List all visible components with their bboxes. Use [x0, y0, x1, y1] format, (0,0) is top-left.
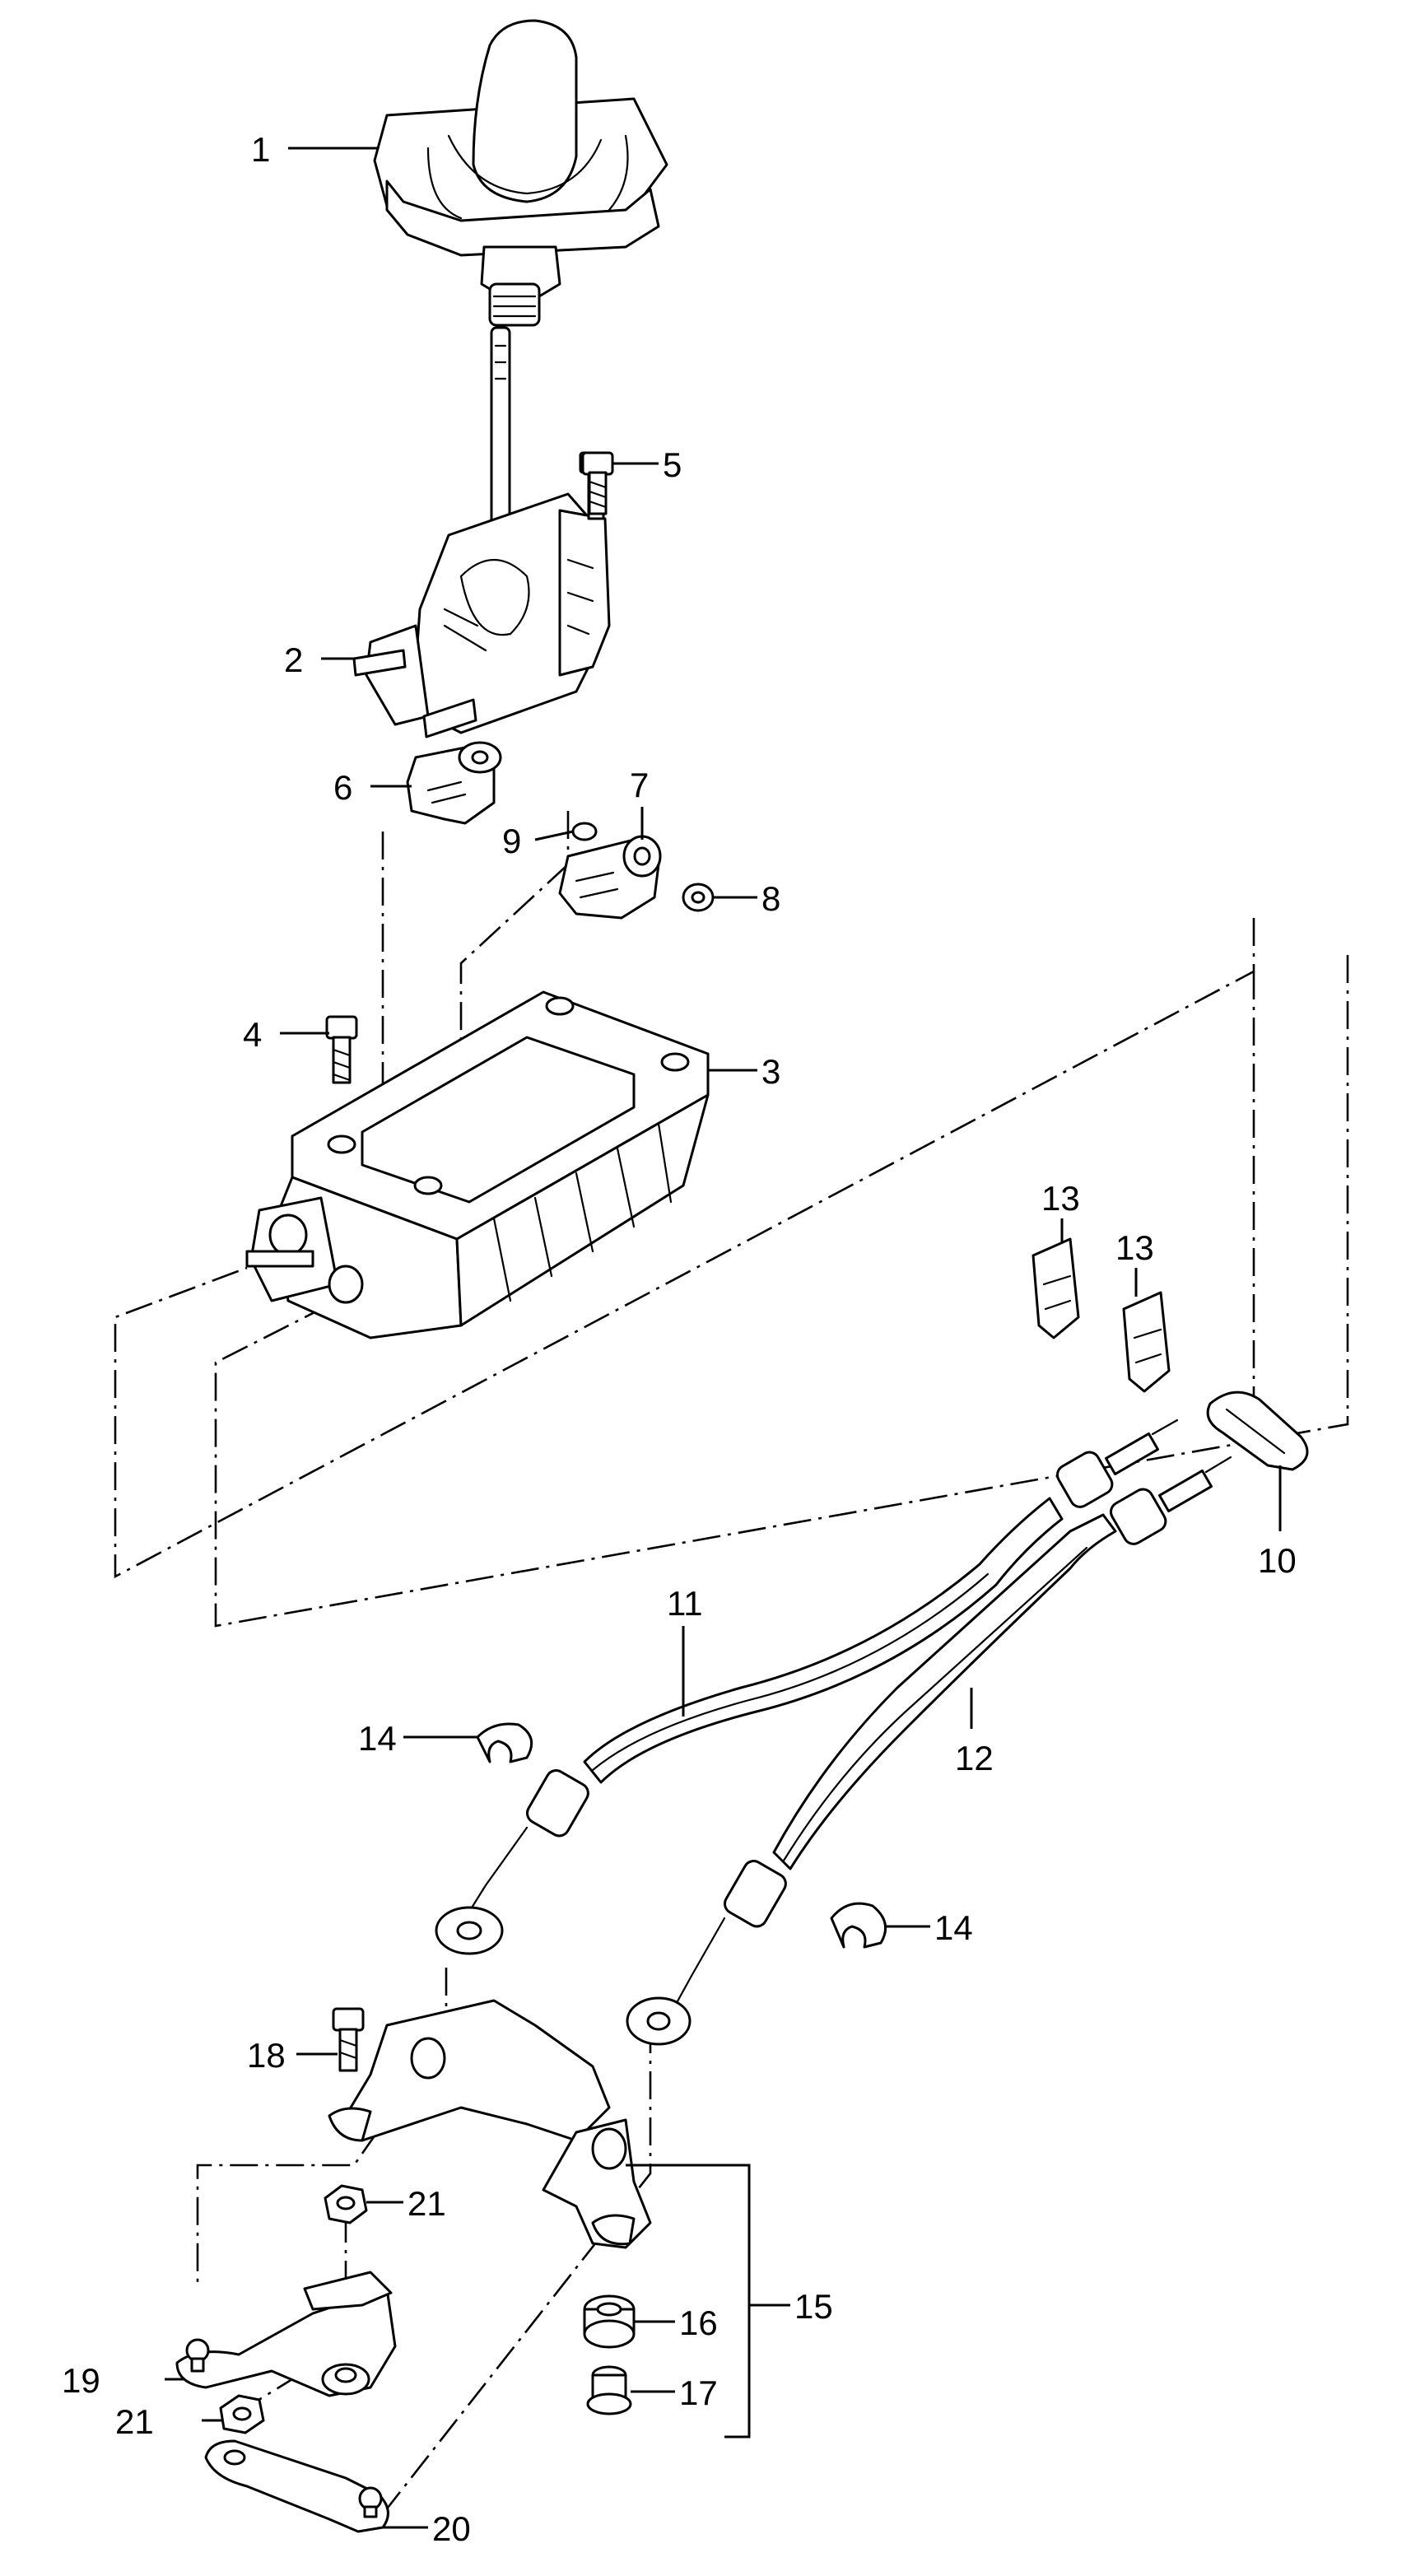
shift-housing [245, 990, 710, 1339]
callout-1: 1 [251, 130, 270, 169]
callout-13a: 13 [1041, 1179, 1080, 1218]
callout-3: 3 [761, 1052, 780, 1091]
mounting-bracket-15 [328, 1999, 652, 2249]
lever-20 [204, 2439, 389, 2533]
callout-14a: 14 [358, 1719, 397, 1758]
bolt-5 [581, 451, 614, 515]
callout-5: 5 [663, 445, 682, 484]
nut-21a [324, 2184, 368, 2224]
callout-17: 17 [679, 2373, 718, 2412]
callout-12: 12 [955, 1739, 994, 1777]
washer-9 [571, 822, 598, 841]
bushing-17 [586, 2365, 632, 2415]
clip-13a [1031, 1237, 1080, 1339]
clip-13b [1122, 1291, 1171, 1393]
callout-10: 10 [1258, 1541, 1297, 1580]
callout-8: 8 [761, 879, 780, 918]
gear-knob-boot [373, 19, 668, 327]
callout-11: 11 [667, 1584, 703, 1623]
leader-lines [165, 147, 1282, 2529]
cable-11 [435, 1418, 1179, 1955]
callout-16: 16 [679, 2303, 718, 2342]
callout-2: 2 [284, 641, 303, 679]
washer-8 [682, 883, 715, 912]
callout-labels: 1 2 3 4 5 6 7 8 9 10 11 12 13 13 14 14 1… [62, 130, 1297, 2548]
circlip-14b [830, 1902, 887, 1949]
callout-21b: 21 [115, 2402, 154, 2441]
nut-21b [219, 2394, 265, 2434]
callout-7: 7 [630, 766, 649, 804]
bushing-16 [583, 2294, 636, 2349]
callout-13b: 13 [1115, 1228, 1154, 1267]
bracket-6 [406, 741, 502, 825]
bolt-18 [332, 2007, 365, 2072]
callout-9: 9 [502, 822, 521, 860]
callout-21a: 21 [407, 2184, 446, 2223]
seal-ring-10 [1206, 1390, 1309, 1471]
callout-15: 15 [794, 2287, 833, 2326]
bolt-4 [325, 1015, 358, 1084]
assembly-lines [114, 811, 1349, 2520]
bracket-7 [558, 835, 662, 920]
callout-6: 6 [333, 768, 352, 807]
shift-mechanism [352, 326, 612, 738]
circlip-14a [476, 1722, 533, 1763]
callout-20: 20 [432, 2509, 471, 2548]
cable-12 [626, 1456, 1232, 2046]
callout-14b: 14 [934, 1908, 973, 1947]
callout-18: 18 [247, 2036, 286, 2075]
callout-4: 4 [243, 1015, 262, 1054]
callout-19: 19 [62, 2361, 100, 2400]
lever-19 [175, 2271, 397, 2397]
